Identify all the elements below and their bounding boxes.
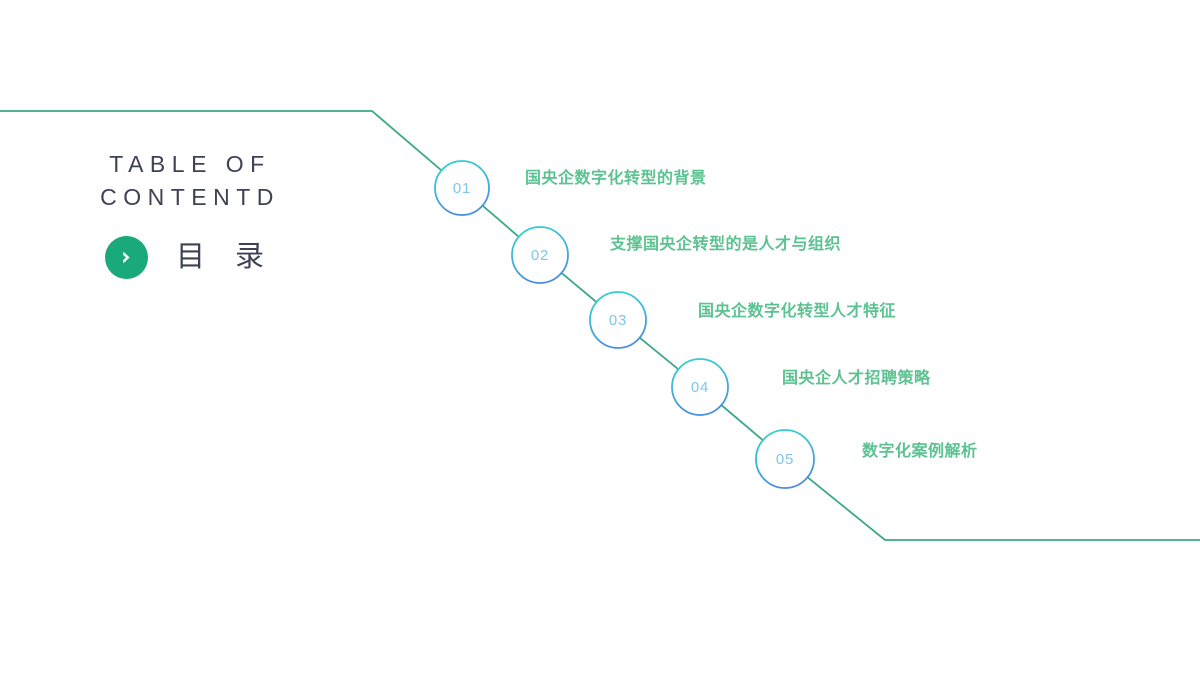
- node-number-label: 03: [608, 311, 628, 329]
- heading-subtitle-row: 目 录: [30, 236, 350, 279]
- toc-node-01[interactable]: 01: [435, 161, 489, 215]
- chevron-right-icon: [118, 249, 135, 266]
- node-number-label: 02: [530, 246, 550, 264]
- page-title-english: TABLE OF CONTENTD: [100, 151, 280, 210]
- chevron-right-badge[interactable]: [104, 236, 148, 279]
- node-number-label: 05: [775, 450, 795, 468]
- node-number-label: 04: [690, 378, 710, 396]
- toc-node-05[interactable]: 05: [756, 430, 814, 488]
- toc-item-label-04[interactable]: 国央企人才招聘策略: [782, 370, 931, 387]
- node-number-label: 01: [452, 179, 472, 197]
- toc-node-04[interactable]: 04: [672, 359, 728, 415]
- toc-node-03[interactable]: 03: [590, 292, 646, 348]
- toc-item-label-05[interactable]: 数字化案例解析: [862, 443, 978, 460]
- toc-item-label-03[interactable]: 国央企数字化转型人才特征: [698, 303, 897, 320]
- toc-node-02[interactable]: 02: [512, 227, 568, 283]
- page-title-chinese: 目 录: [175, 241, 276, 273]
- toc-item-label-02[interactable]: 支撑国央企转型的是人才与组织: [610, 236, 842, 253]
- heading-block: TABLE OF CONTENTD 目 录: [30, 148, 350, 279]
- toc-item-label-01[interactable]: 国央企数字化转型的背景: [525, 170, 707, 187]
